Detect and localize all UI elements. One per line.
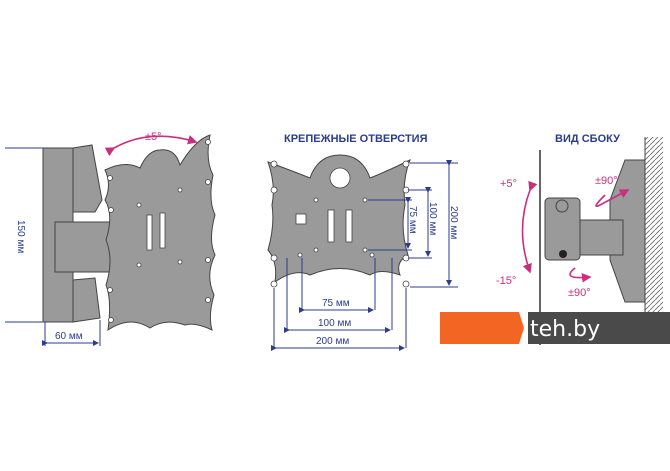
wall-bracket xyxy=(42,144,111,323)
side-view-title: ВИД СБОКУ xyxy=(555,133,620,145)
mounting-holes-title: КРЕПЕЖНЫЕ ОТВЕРСТИЯ xyxy=(284,133,428,145)
swivel-top-label: ±90° xyxy=(595,175,618,187)
wall xyxy=(645,137,663,317)
v-100-label: 100 мм xyxy=(427,202,438,235)
arm xyxy=(572,219,624,256)
watermark: teh.by xyxy=(440,312,670,344)
h-200-label: 200 мм xyxy=(316,336,349,347)
depth-dim-label: 60 мм xyxy=(55,331,83,342)
watermark-logo: teh.by xyxy=(530,317,600,342)
tilt-head xyxy=(544,197,581,261)
tilt-up-label: +5° xyxy=(500,178,517,190)
h-100-label: 100 мм xyxy=(318,318,351,329)
swivel-bottom-label: ±90° xyxy=(568,287,591,299)
front-view: ±5° 150 мм 60 мм xyxy=(5,131,216,346)
height-dim-label: 150 мм xyxy=(15,220,26,253)
v-75-label: 75 мм xyxy=(407,206,418,234)
tilt-arc xyxy=(104,135,198,157)
v-200-label: 200 мм xyxy=(448,206,459,239)
tilt-arc-side xyxy=(521,180,538,274)
tilt-angle-label: ±5° xyxy=(145,131,162,143)
mounting-holes-view: КРЕПЕЖНЫЕ ОТВЕРСТИЯ 75 мм 100 мм 200 мм … xyxy=(267,133,459,351)
h-75-label: 75 мм xyxy=(322,298,350,309)
tilt-down-label: -15° xyxy=(496,275,516,287)
